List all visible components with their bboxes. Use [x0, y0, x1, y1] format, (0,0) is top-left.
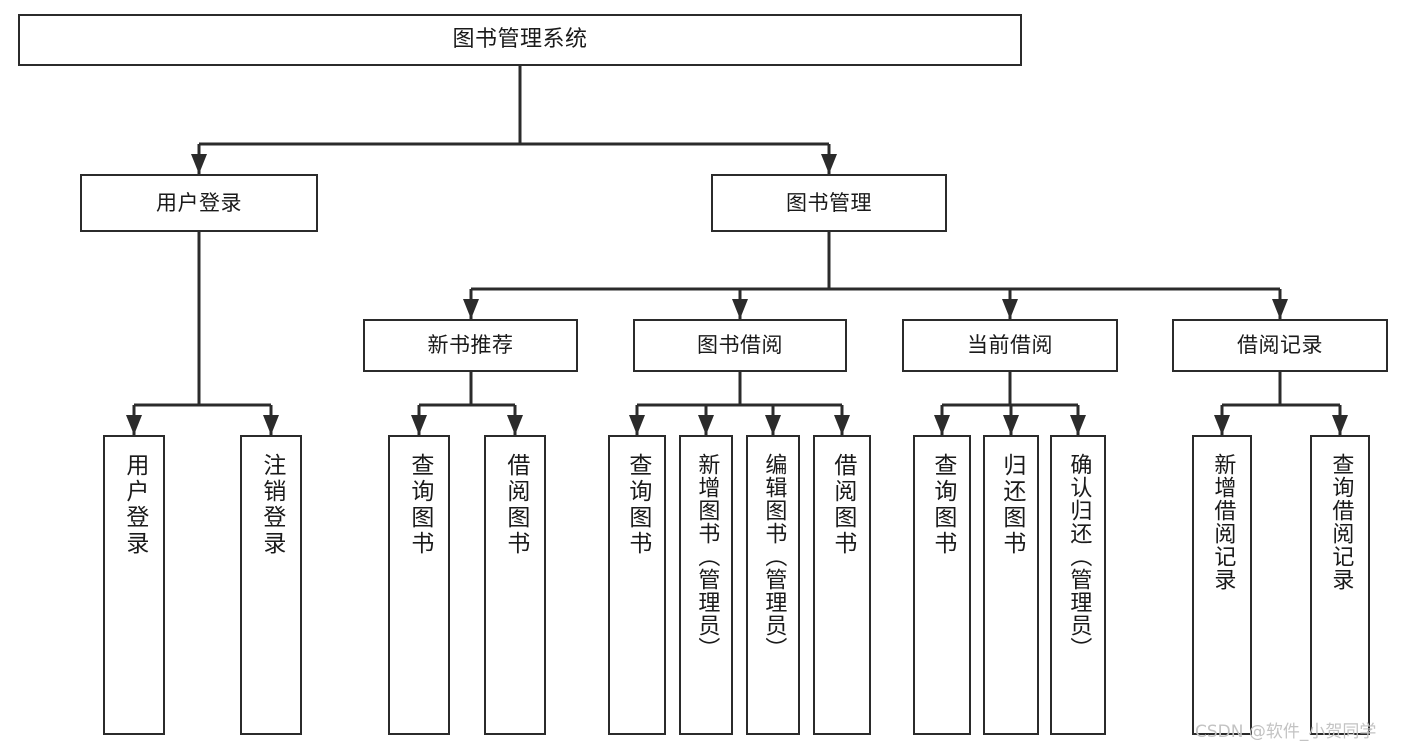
- node-label: 编辑图书（管理员）: [761, 453, 787, 660]
- node-label: 用户登录: [121, 453, 148, 557]
- node-label: 借阅图书: [829, 453, 856, 557]
- node-label: 新增图书（管理员）: [694, 453, 720, 660]
- node-l2[interactable]: 注销登录: [240, 435, 302, 735]
- node-c1[interactable]: 查询图书: [913, 435, 971, 735]
- node-n1[interactable]: 查询图书: [388, 435, 450, 735]
- node-label: 归还图书: [998, 453, 1025, 557]
- node-label: 查询图书: [406, 453, 433, 557]
- node-r2[interactable]: 查询借阅记录: [1310, 435, 1370, 735]
- node-label: 图书借阅: [697, 333, 783, 358]
- node-bookmgmt[interactable]: 图书管理: [711, 174, 947, 232]
- node-c3[interactable]: 确认归还（管理员）: [1050, 435, 1106, 735]
- csdn-watermark: CSDN @软件_小贺同学: [1195, 722, 1377, 742]
- node-label: 新书推荐: [427, 333, 514, 358]
- node-label: 查询借阅记录: [1328, 453, 1354, 591]
- node-label: 借阅图书: [502, 453, 529, 557]
- node-r1[interactable]: 新增借阅记录: [1192, 435, 1252, 735]
- node-label: 查询图书: [624, 453, 651, 557]
- node-root[interactable]: 图书管理系统: [18, 14, 1022, 66]
- node-label: 图书管理系统: [452, 27, 588, 53]
- node-label: 用户登录: [156, 190, 242, 215]
- node-b3[interactable]: 编辑图书（管理员）: [746, 435, 800, 735]
- node-n2[interactable]: 借阅图书: [484, 435, 546, 735]
- node-b4[interactable]: 借阅图书: [813, 435, 871, 735]
- node-login[interactable]: 用户登录: [80, 174, 318, 232]
- node-b2[interactable]: 新增图书（管理员）: [679, 435, 733, 735]
- node-records[interactable]: 借阅记录: [1172, 319, 1388, 372]
- node-label: 查询图书: [929, 453, 956, 557]
- node-label: 图书管理: [786, 190, 872, 215]
- node-c2[interactable]: 归还图书: [983, 435, 1039, 735]
- node-label: 新增借阅记录: [1210, 453, 1236, 591]
- node-current[interactable]: 当前借阅: [902, 319, 1118, 372]
- node-label: 当前借阅: [967, 333, 1053, 358]
- node-l1[interactable]: 用户登录: [103, 435, 165, 735]
- node-b1[interactable]: 查询图书: [608, 435, 666, 735]
- node-label: 确认归还（管理员）: [1066, 453, 1092, 660]
- node-newbook[interactable]: 新书推荐: [363, 319, 578, 372]
- node-borrow[interactable]: 图书借阅: [633, 319, 847, 372]
- node-label: 借阅记录: [1237, 333, 1323, 358]
- node-label: 注销登录: [258, 453, 285, 557]
